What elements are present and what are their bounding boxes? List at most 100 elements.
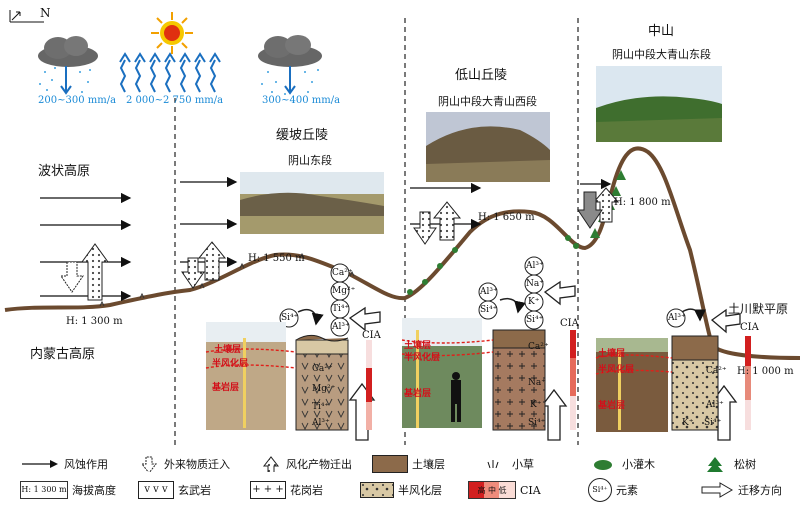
ruler-3 <box>618 350 621 430</box>
region-tumochuan: 土川默平原 <box>728 302 789 316</box>
soil-swatch <box>372 455 408 473</box>
rain-dots <box>39 67 319 95</box>
profile3-ca: Ca²⁺ <box>706 366 727 376</box>
person-figure <box>451 372 461 422</box>
profile3-si: Si⁴⁺ <box>704 418 722 428</box>
element-al-2: Al³⁺ <box>526 261 544 271</box>
input-down-arrows <box>60 191 603 293</box>
north-arrow <box>9 10 44 23</box>
sun-icon <box>151 12 193 54</box>
granite-swatch: + + + <box>250 481 286 499</box>
legend: 风蚀作用 外来物质迁入 风化产物迁出 土壤层 小草 小灌木 松树 H: 1 30… <box>0 449 800 507</box>
hollow-arrow-icon <box>701 482 733 498</box>
legend-granite: + + + 花岗岩 <box>250 479 323 501</box>
up-arrow-icon <box>262 456 280 472</box>
wind-arrows <box>40 176 612 302</box>
legend-basalt: v v v 玄武岩 <box>138 479 211 501</box>
photo3-semi: 半风化层 <box>598 365 635 375</box>
evaporation-value: 2 000~2 750 mm/a <box>126 95 224 106</box>
rainfall-right: 300~400 mm/a <box>262 95 341 106</box>
cia-label-2: CIA <box>560 318 579 329</box>
element-circles <box>279 256 686 337</box>
photo3-soil: 土壤层 <box>598 349 626 359</box>
caption-east-yinshan: 阴山东段 <box>288 154 332 167</box>
soil-profile-2 <box>492 329 546 431</box>
cia-bar-1 <box>366 340 372 430</box>
terrain-diagram <box>4 10 800 445</box>
legend-weather-out: 风化产物迁出 <box>260 453 352 475</box>
cia-bar-2 <box>570 330 576 430</box>
legend-element: Si⁴⁺ 元素 <box>588 478 638 502</box>
photo1-semi: 半风化层 <box>212 359 249 369</box>
element-si: Si⁴⁺ <box>281 313 299 323</box>
legend-soil: 土壤层 <box>372 453 445 475</box>
region-wave-plateau: 波状高原 <box>38 164 91 179</box>
profile1-ca: Ca²⁺ <box>312 364 333 374</box>
profile3-k: K⁺ <box>682 418 694 428</box>
legend-pine: 松树 <box>700 453 756 475</box>
legend-altitude: H: 1 300 m 海拔高度 <box>20 479 116 501</box>
evaporation-arrows <box>119 52 221 93</box>
profile1-mg: Mg²⁺ <box>312 384 336 394</box>
photo2-soil: 土壤层 <box>404 341 432 351</box>
region-low-hills: 低山丘陵 <box>455 68 508 83</box>
cloud-right-icon <box>258 35 322 67</box>
photo-fills <box>206 66 722 432</box>
profile1-ti: Ti⁴⁺ <box>312 402 330 412</box>
cloud-left-icon <box>38 36 98 67</box>
profile2-na: Na⁺ <box>528 378 546 388</box>
profile2-k: K⁺ <box>530 400 542 410</box>
legend-migration: 迁移方向 <box>700 479 782 501</box>
rainfall-left: 200~300 mm/a <box>38 95 117 106</box>
wind-arrow-icon <box>22 460 58 468</box>
profile2-ca: Ca²⁺ <box>528 342 549 352</box>
legend-wind: 风蚀作用 <box>20 453 108 475</box>
north-label: N <box>40 6 51 20</box>
curved-migration-arrows <box>297 298 706 326</box>
element-al-4: Al³⁺ <box>668 313 686 323</box>
region-middle-mountain: 中山 <box>648 24 675 39</box>
element-si-3: Si⁴⁺ <box>480 305 498 315</box>
cia-label-3: CIA <box>740 322 759 333</box>
profile2-si: Si⁴⁺ <box>528 418 546 428</box>
cia-scale-swatch: 高 中 低 <box>468 481 516 499</box>
elevation-1650: H: 1 650 m <box>478 212 535 223</box>
legend-semi: 半风化层 <box>360 479 442 501</box>
grass-marks <box>99 252 355 307</box>
region-inner-mongolia: 内蒙古高原 <box>30 347 96 362</box>
element-na-2: Na⁺ <box>526 279 544 289</box>
cia-label-1: CIA <box>362 330 381 341</box>
element-al: Al³⁺ <box>332 322 350 332</box>
profile1-al: Al³⁺ <box>312 418 330 428</box>
region-gentle-hills: 缓坡丘陵 <box>276 128 329 143</box>
ruler-1 <box>243 338 246 428</box>
rain-arrows <box>60 66 296 95</box>
element-sample: Si⁴⁺ <box>588 478 612 502</box>
photo1-bedrock: 基岩层 <box>212 383 240 393</box>
legend-input: 外来物质迁入 <box>138 453 230 475</box>
terrain-profile <box>4 146 800 360</box>
element-ca: Ca²⁺ <box>332 268 353 278</box>
elevation-1300: H: 1 300 m <box>66 316 123 327</box>
element-mg: Mg²⁺ <box>332 286 356 296</box>
grass-icon <box>487 460 499 469</box>
cia-bar-3 <box>745 336 751 430</box>
elevation-1800: H: 1 800 m <box>614 197 671 208</box>
shrub-icon <box>594 460 612 470</box>
photo2-semi: 半风化层 <box>404 353 441 363</box>
photo2-bedrock: 基岩层 <box>404 389 432 399</box>
element-si-2: Si⁴⁺ <box>526 315 544 325</box>
photo-layer-lines <box>205 339 673 375</box>
soil-profile-1 <box>295 334 349 431</box>
caption-west-daqingshan: 阴山中段大青山西段 <box>438 95 537 108</box>
basalt-swatch: v v v <box>138 481 174 499</box>
photo1-soil: 土壤层 <box>214 345 242 355</box>
element-al-3: Al³⁺ <box>480 287 498 297</box>
legend-shrub: 小灌木 <box>588 453 655 475</box>
caption-east-daqingshan: 阴山中段大青山东段 <box>612 48 711 61</box>
altitude-sample: H: 1 300 m <box>20 481 68 499</box>
elevation-1550: H: 1 550 m <box>248 253 305 264</box>
semi-swatch <box>360 482 394 498</box>
ruler-2 <box>416 330 419 428</box>
profile3-al: Al³⁺ <box>706 400 724 410</box>
